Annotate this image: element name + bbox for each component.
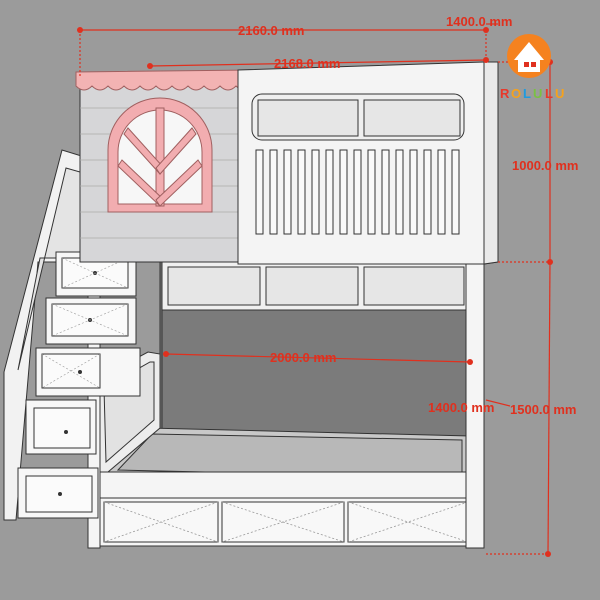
brand-letter: U: [533, 86, 542, 101]
dim-top-depth: 1400.0 mm: [446, 14, 513, 29]
stair-drawer: [25, 399, 97, 455]
dim-upper-length: 2168.0 mm: [274, 56, 341, 71]
upper-bunk: [75, 61, 499, 265]
stair-drawer: [17, 467, 99, 519]
brand-logo: R O L U L U: [500, 34, 564, 101]
brand-letter: U: [555, 86, 564, 101]
stair-drawer: [35, 347, 141, 397]
dimension-lines: [77, 23, 553, 557]
scalloped-roof: [75, 69, 253, 91]
staircase: [3, 149, 141, 521]
dimension-labels: 2160.0 mm 1400.0 mm 2168.0 mm 1000.0 mm …: [238, 14, 579, 417]
brand-letter: R: [500, 86, 510, 101]
dim-total-length: 2160.0 mm: [238, 23, 305, 38]
dim-lower-height: 1500.0 mm: [510, 402, 577, 417]
arched-window: [107, 97, 213, 213]
brand-letter: L: [545, 86, 553, 101]
dim-upper-height: 1000.0 mm: [512, 158, 579, 173]
dim-lower-depth: 1400.0 mm: [428, 400, 495, 415]
brand-letter: O: [511, 86, 521, 101]
lower-bunk: [87, 257, 485, 549]
brand-letter: L: [523, 86, 531, 101]
dim-lower-length: 2000.0 mm: [270, 350, 337, 365]
